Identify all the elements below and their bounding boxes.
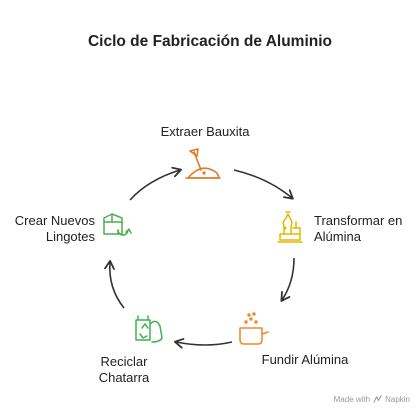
recycle-bag-icon — [135, 315, 163, 343]
step-label-extraer-bauxita: Extraer Bauxita — [160, 124, 250, 139]
step-label-fundir-alumina: Fundir Alúmina — [261, 352, 349, 367]
chemistry-lab-icon — [277, 211, 303, 243]
mining-shovel-icon — [185, 148, 221, 179]
arrow-bauxita-to-alumina — [233, 169, 294, 200]
recycled-box-icon — [103, 213, 132, 236]
napkin-logo-icon — [373, 395, 382, 403]
arrow-fundir-to-reciclar — [174, 338, 233, 349]
step-label-reciclar-chatarra: Reciclar Chatarra — [98, 354, 150, 385]
smelting-pot-icon — [239, 312, 269, 345]
napkin-watermark: Made with Napkin — [334, 395, 410, 404]
step-label-transformar-alumina: Transformar en Alúmina — [314, 213, 403, 244]
step-label-crear-lingotes: Crear Nuevos Lingotes — [14, 213, 95, 244]
made-with-text: Made with — [333, 395, 371, 404]
arrow-alumina-to-fundir — [280, 257, 295, 302]
arrow-lingotes-to-bauxita — [129, 166, 182, 201]
arrow-reciclar-to-lingotes — [104, 259, 125, 309]
diagram-title: Ciclo de Fabricación de Aluminio — [87, 33, 333, 50]
napkin-brand-text: Napkin — [385, 395, 410, 404]
